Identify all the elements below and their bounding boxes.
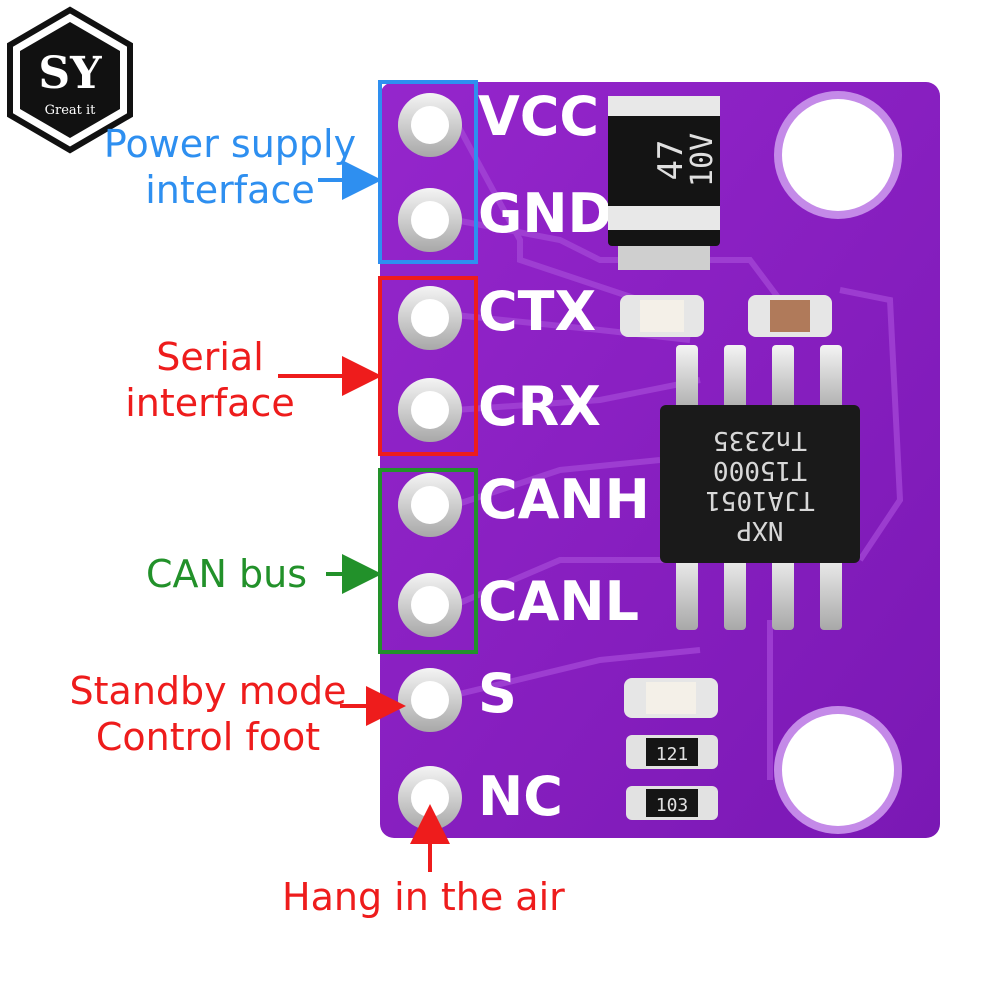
tja1051-chip: NXP TJA1051 T15000 Tn2335	[660, 345, 860, 630]
logo-letters: SY	[38, 48, 102, 99]
pin-label-ctx: CTX	[478, 280, 596, 343]
can-annotation: CAN bus	[146, 552, 308, 596]
serial-annotation-line1: Serial	[156, 335, 264, 379]
power-annotation-line2: interface	[145, 168, 315, 212]
nc-annotation: Hang in the air	[282, 875, 565, 919]
smd-capacitor	[624, 678, 718, 718]
chip-code: Tn2335	[713, 425, 807, 455]
power-annotation: Power supply interface	[92, 121, 368, 213]
chip-part: TJA1051	[705, 485, 815, 515]
pcb-board: VCC GND CTX CRX CANH CANL S NC 47 10V	[380, 82, 940, 838]
serial-annotation-line2: interface	[125, 381, 295, 425]
standby-annotation-line2: Control foot	[95, 715, 321, 759]
smd-resistor: 103	[626, 786, 718, 820]
standby-annotation: Standby mode Control foot	[48, 668, 368, 760]
smd-resistor: 121	[626, 735, 718, 769]
logo-tagline: Great it	[45, 103, 97, 118]
tantalum-capacitor: 47 10V	[608, 96, 720, 270]
smd-capacitor	[748, 295, 832, 337]
resistor-code: 121	[656, 744, 689, 765]
pin-label-gnd: GND	[478, 182, 612, 245]
capacitor-voltage: 10V	[685, 133, 720, 187]
smd-capacitor	[620, 295, 704, 337]
standby-annotation-line1: Standby mode	[69, 669, 347, 713]
pin-label-nc: NC	[478, 765, 563, 828]
pin-label-canl: CANL	[478, 570, 639, 633]
chip-batch: T15000	[713, 455, 807, 485]
resistor-code: 103	[656, 795, 689, 816]
pin-label-crx: CRX	[478, 375, 601, 438]
pin-label-s: S	[478, 662, 517, 725]
capacitor-value: 47	[651, 140, 691, 181]
pin-label-vcc: VCC	[478, 85, 599, 148]
chip-brand: NXP	[737, 515, 784, 545]
pin-label-canh: CANH	[478, 468, 650, 531]
power-annotation-line1: Power supply	[103, 122, 357, 166]
header-pins	[398, 93, 462, 830]
brand-logo: SY Great it	[7, 6, 133, 154]
serial-annotation: Serial interface	[110, 334, 310, 426]
